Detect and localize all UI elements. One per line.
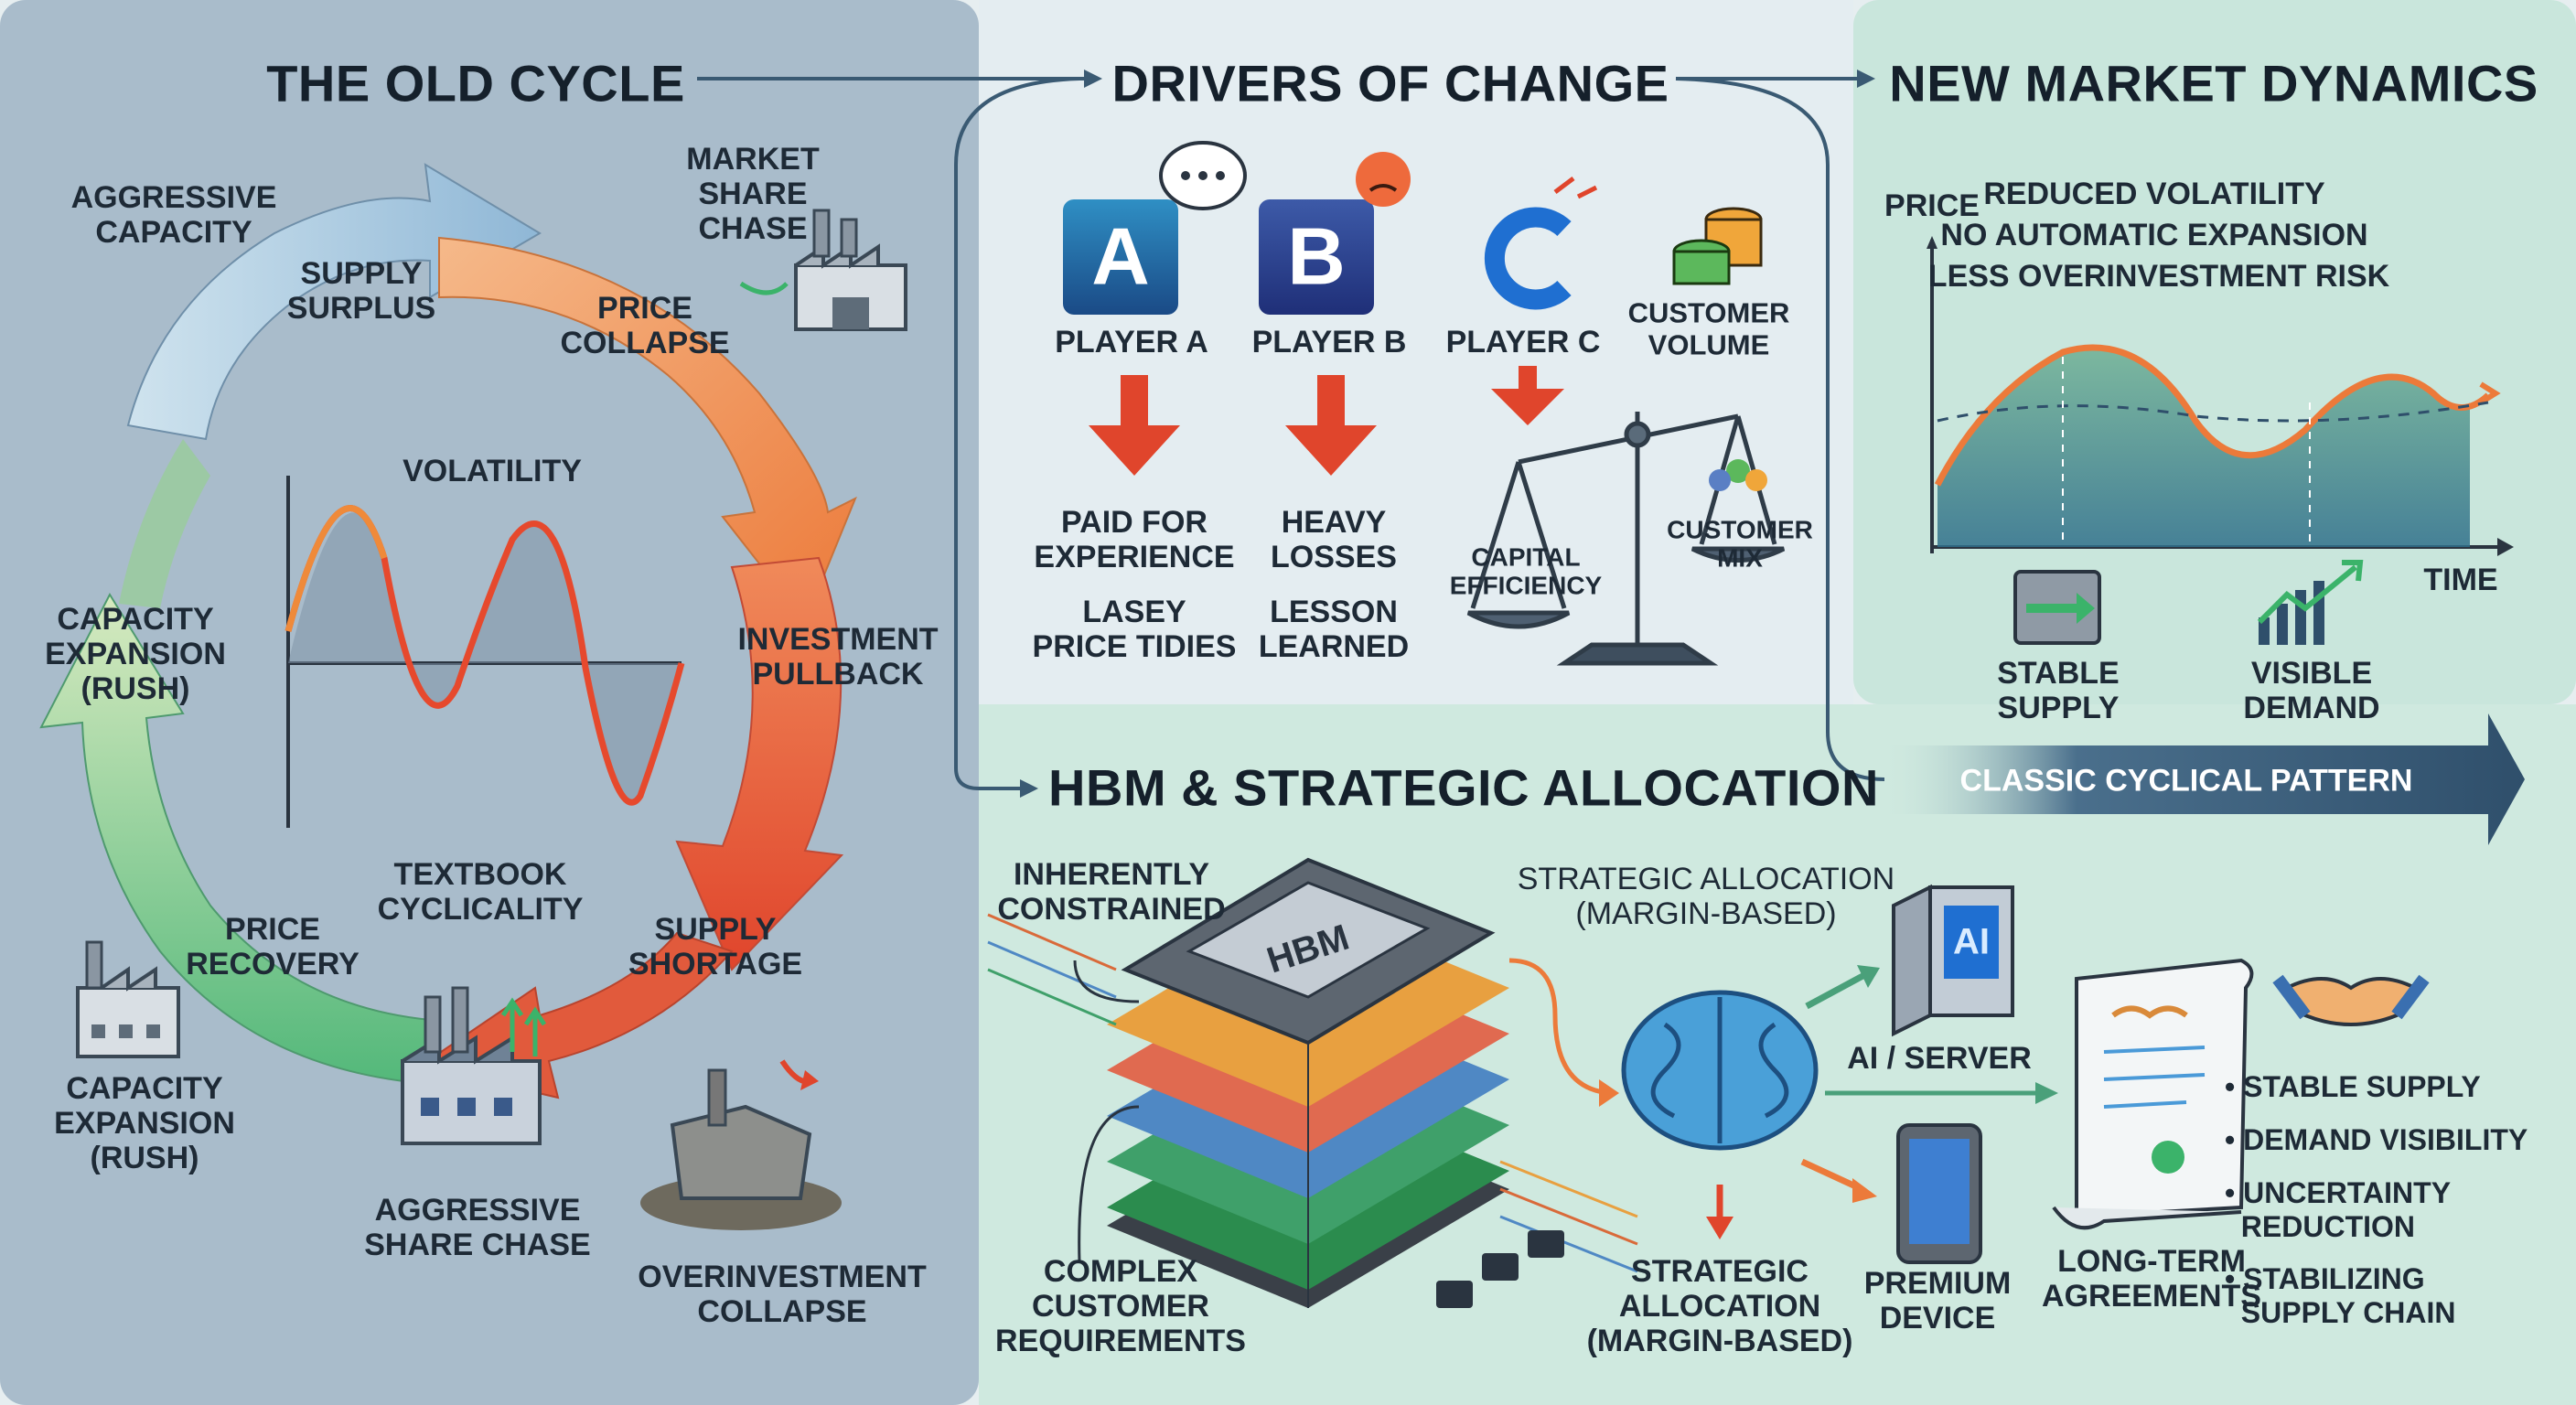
player-a-name: PLAYER A xyxy=(1055,324,1208,359)
inherently-constrained-label: INHERENTLY CONSTRAINED xyxy=(997,856,1226,927)
contract-scroll-icon xyxy=(2052,958,2254,1230)
benefit-stabilizing-supply-chain: • STABILIZING SUPPLY CHAIN xyxy=(2225,1262,2456,1329)
drivers-title: DRIVERS OF CHANGE xyxy=(1111,54,1669,113)
server-icon xyxy=(1892,884,2014,1037)
collapsed-factory-icon xyxy=(640,1059,842,1230)
factory-icon-left xyxy=(76,940,180,1058)
hbm-chip-stack xyxy=(1107,857,1509,1308)
note-no-automatic-expansion: NO AUTOMATIC EXPANSION xyxy=(1940,217,2368,252)
hbm-title: HBM & STRATEGIC ALLOCATION xyxy=(1048,758,1879,817)
label-market-share-chase: MARKET SHARE CHASE xyxy=(686,141,820,247)
stable-supply-label: STABLE SUPPLY xyxy=(1997,655,2120,725)
player-c-name: PLAYER C xyxy=(1445,324,1601,359)
complex-requirements-label: COMPLEX CUSTOMER REQUIREMENTS xyxy=(995,1253,1246,1359)
down-arrows xyxy=(1089,366,1564,476)
benefit-stable-supply: • STABLE SUPPLY xyxy=(2225,1070,2481,1103)
allocation-bottom-label: STRATEGIC ALLOCATION (MARGIN-BASED) xyxy=(1586,1253,1853,1359)
label-price-collapse: PRICE COLLAPSE xyxy=(560,290,730,360)
stable-supply-icon xyxy=(2013,570,2101,645)
player-b-logo xyxy=(1259,199,1374,315)
drivers-panel xyxy=(979,0,1853,704)
long-term-label: LONG-TERM AGREEMENTS xyxy=(2042,1243,2261,1314)
player-b-name: PLAYER B xyxy=(1251,324,1407,359)
visible-demand-label: VISIBLE DEMAND xyxy=(2243,655,2380,725)
label-investment-pullback: INVESTMENT PULLBACK xyxy=(737,621,939,692)
balance-scale-icon xyxy=(1466,412,1786,666)
old-cycle-title: THE OLD CYCLE xyxy=(266,54,685,113)
customer-volume-label: CUSTOMER VOLUME xyxy=(1627,296,1790,360)
benefit-demand-visibility: • DEMAND VISIBILITY xyxy=(2225,1123,2528,1156)
player-b-letter: B xyxy=(1287,210,1346,302)
label-aggressive-capacity: AGGRESSIVE CAPACITY xyxy=(70,179,277,250)
classic-pattern-arrow xyxy=(1884,713,2525,845)
ai-badge: AI xyxy=(1953,921,1990,962)
label-volatility: VOLATILITY xyxy=(402,453,582,488)
player-a-letter: A xyxy=(1091,210,1150,302)
ai-server-label: AI / SERVER xyxy=(1847,1040,2032,1076)
label-overinvestment-collapse: OVERINVESTMENT COLLAPSE xyxy=(638,1259,927,1329)
coins-icon xyxy=(1672,207,1763,285)
visible-demand-icon xyxy=(2257,560,2364,645)
benefit-uncertainty-reduction: • UNCERTAINTY REDUCTION xyxy=(2225,1176,2452,1243)
speech-bubble-icon xyxy=(1159,141,1247,210)
player-a-result-2: LASEY PRICE TIDIES xyxy=(1032,594,1237,664)
label-capacity-expansion-left: CAPACITY EXPANSION (RUSH) xyxy=(45,601,226,707)
note-less-overinvestment: LESS OVERINVESTMENT RISK xyxy=(1927,258,2390,294)
label-price-recovery: PRICE RECOVERY xyxy=(186,911,360,981)
data-lines xyxy=(987,913,1638,1273)
new-market-title: NEW MARKET DYNAMICS xyxy=(1889,54,2538,113)
player-b-result: HEAVY LOSSES xyxy=(1271,504,1397,574)
player-a-logo xyxy=(1063,199,1178,315)
label-textbook-cyclicality: TEXTBOOK CYCLICALITY xyxy=(377,856,584,927)
label-aggressive-share-chase: AGGRESSIVE SHARE CHASE xyxy=(364,1192,591,1262)
small-chips-icon xyxy=(1436,1230,1564,1308)
note-reduced-volatility: REDUCED VOLATILITY xyxy=(1983,176,2325,211)
factory-icon-top xyxy=(739,209,907,331)
player-a-result: PAID FOR EXPERIENCE xyxy=(1034,504,1235,574)
classic-pattern-label: CLASSIC CYCLICAL PATTERN xyxy=(1959,763,2413,799)
brain-icon xyxy=(1621,990,1819,1151)
old-cycle-panel xyxy=(0,0,979,1405)
handshake-icon xyxy=(2272,974,2430,1026)
player-b-result-2: LESSON LEARNED xyxy=(1258,594,1410,664)
label-supply-surplus: SUPPLY SURPLUS xyxy=(286,255,436,326)
premium-device-label: PREMIUM DEVICE xyxy=(1863,1265,2012,1335)
customer-mix-label: CUSTOMER MIX xyxy=(1667,515,1813,573)
y-axis-label: PRICE xyxy=(1884,188,1980,223)
label-capacity-expansion-bottom: CAPACITY EXPANSION (RUSH) xyxy=(54,1070,235,1176)
customer-group-icon xyxy=(1709,459,1767,491)
player-c-logo xyxy=(1484,177,1598,310)
angry-face-icon xyxy=(1356,152,1411,207)
allocation-top-label: STRATEGIC ALLOCATION (MARGIN-BASED) xyxy=(1517,861,1895,931)
factory-icon-center xyxy=(401,986,547,1145)
label-supply-shortage: SUPPLY SHORTAGE xyxy=(628,911,803,981)
x-axis-label: TIME xyxy=(2423,562,2498,597)
phone-icon xyxy=(1896,1123,1982,1264)
capital-efficiency-label: CAPITAL EFFICIENCY xyxy=(1449,542,1603,600)
